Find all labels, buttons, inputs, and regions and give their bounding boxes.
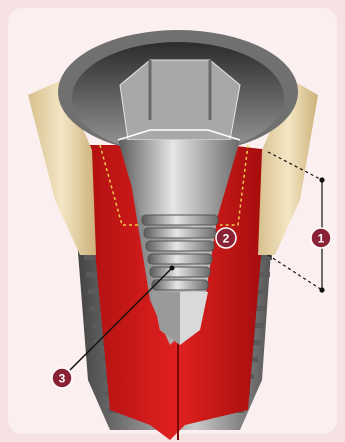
callout-label-3: 3 [59,372,66,386]
callout-marker-2: 2 [216,228,236,248]
internal-hex [120,60,240,140]
callout-marker-3: 3 [52,368,72,388]
callout-marker-1: 1 [311,228,331,248]
callout-label-2: 2 [223,232,230,246]
leader-dot-3 [170,266,175,271]
callout-label-1: 1 [318,232,325,246]
